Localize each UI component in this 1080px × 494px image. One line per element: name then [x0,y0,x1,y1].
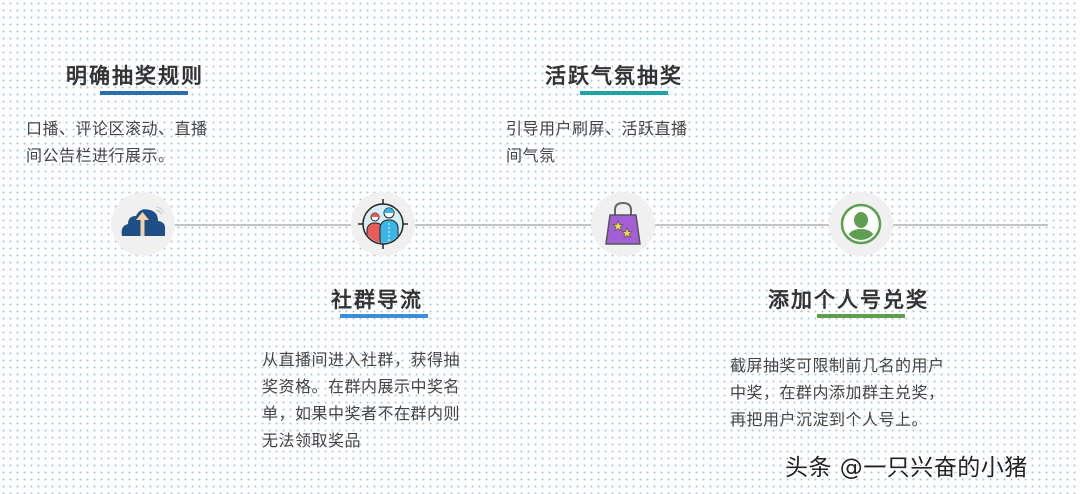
step-2-desc-line-4: 无法领取奖品 [262,431,362,450]
cloud-upload-icon [121,206,166,236]
step-3-description: 引导用户刷屏、活跃直播 间气氛 [506,115,688,169]
step-2-underline [340,314,428,318]
step-1-desc-line-1: 口播、评论区滚动、直播 [26,119,208,138]
step-2-desc-line-1: 从直播间进入社群，获得抽 [262,350,461,369]
step-4-title: 添加个人号兑奖 [768,288,929,312]
step-3-title: 活跃气氛抽奖 [545,64,683,88]
step-4-underline [817,314,905,318]
step-1-node [111,192,175,256]
step-2-desc-line-2: 奖资格。在群内展示中奖名 [262,377,461,396]
step-1-description: 口播、评论区滚动、直播 间公告栏进行展示。 [26,115,208,169]
step-3-desc-line-1: 引导用户刷屏、活跃直播 [506,119,688,138]
step-2-node [351,192,415,256]
step-3-underline [580,91,668,95]
step-1-title: 明确抽奖规则 [66,64,204,88]
step-2-description: 从直播间进入社群，获得抽 奖资格。在群内展示中奖名 单，如果中奖者不在群内则 无… [262,346,460,454]
step-3-node [591,192,655,256]
step-4-node [829,192,893,256]
step-2-desc-line-3: 单，如果中奖者不在群内则 [262,404,461,423]
step-4-desc-line-2: 中奖，在群内添加群主兑奖， [730,383,945,402]
step-4-desc-line-3: 再把用户沉淀到个人号上。 [730,410,929,429]
step-4-desc-line-1: 截屏抽奖可限制前几名的用户 [730,356,945,375]
step-3-desc-line-2: 间气氛 [506,146,556,165]
watermark: 头条 @一只兴奋的小猪 [785,455,1028,481]
user-avatar-icon [840,203,882,245]
gift-bag-icon [605,201,641,245]
step-1-desc-line-2: 间公告栏进行展示。 [26,146,175,165]
community-users-icon [358,199,408,249]
step-1-underline [100,91,188,95]
step-2-title: 社群导流 [331,288,423,312]
step-4-description: 截屏抽奖可限制前几名的用户 中奖，在群内添加群主兑奖， 再把用户沉淀到个人号上。 [730,352,945,433]
